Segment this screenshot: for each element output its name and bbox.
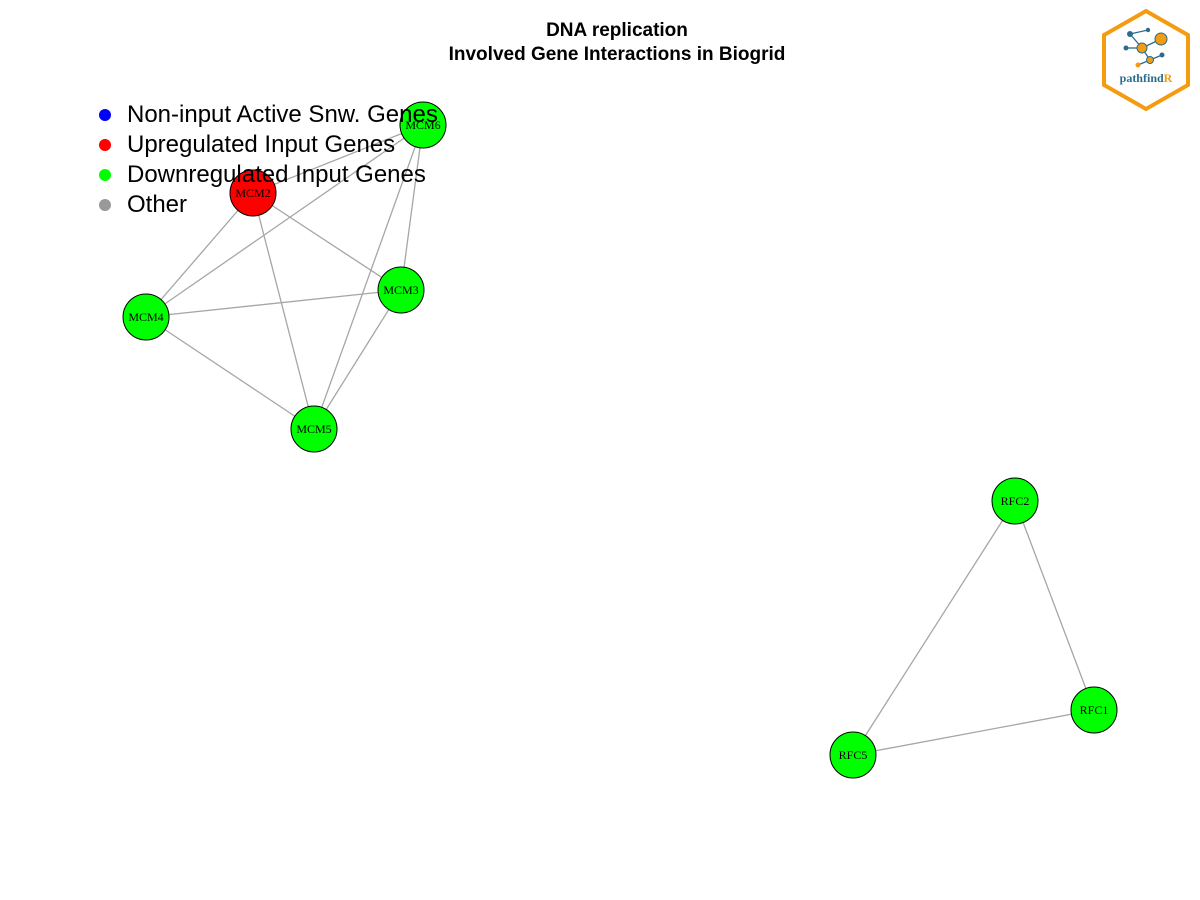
node-mcm5: MCM5 — [290, 405, 338, 453]
edge-rfc2-rfc1 — [1014, 500, 1095, 711]
edge-mcm6-mcm4 — [145, 124, 424, 318]
node-mcm3: MCM3 — [377, 266, 425, 314]
edge-mcm4-mcm3 — [145, 289, 402, 318]
legend-item-upregulated: Upregulated Input Genes — [96, 130, 438, 160]
legend-label: Non-input Active Snw. Genes — [127, 101, 438, 128]
legend-label: Upregulated Input Genes — [127, 131, 396, 158]
edge-mcm2-mcm4 — [145, 192, 254, 318]
node-circle — [122, 293, 170, 341]
edge-layer — [145, 124, 1095, 756]
node-label: MCM6 — [405, 118, 440, 132]
node-circle — [290, 405, 338, 453]
node-circle — [229, 169, 277, 217]
node-circle — [377, 266, 425, 314]
edge-mcm2-mcm3 — [252, 192, 402, 291]
node-label: MCM3 — [383, 283, 418, 297]
node-circle — [399, 101, 447, 149]
edge-rfc2-rfc5 — [852, 500, 1016, 756]
node-label: RFC1 — [1080, 703, 1109, 717]
node-label: RFC2 — [1001, 494, 1030, 508]
legend: Non-input Active Snw. Genes Upregulated … — [96, 100, 438, 220]
pathfindr-logo: pathfindR — [1102, 8, 1190, 112]
edge-mcm4-mcm5 — [145, 316, 315, 430]
legend-dot-icon — [99, 199, 111, 211]
edge-mcm6-mcm2 — [252, 124, 424, 194]
node-circle — [829, 731, 877, 779]
chart-title-line1: DNA replication — [546, 20, 688, 41]
node-label: MCM2 — [235, 186, 270, 200]
legend-dot-icon — [99, 169, 111, 181]
node-circle — [991, 477, 1039, 525]
node-label: MCM4 — [128, 310, 163, 324]
legend-item-downregulated: Downregulated Input Genes — [96, 160, 438, 190]
node-label: RFC5 — [839, 748, 868, 762]
node-mcm4: MCM4 — [122, 293, 170, 341]
node-circle — [1070, 686, 1118, 734]
legend-label: Downregulated Input Genes — [127, 161, 426, 188]
edge-mcm6-mcm3 — [400, 124, 424, 291]
legend-dot-icon — [99, 139, 111, 151]
node-rfc5: RFC5 — [829, 731, 877, 779]
legend-label: Other — [127, 191, 188, 218]
node-mcm6: MCM6 — [399, 101, 447, 149]
chart-title-line2: Involved Gene Interactions in Biogrid — [448, 44, 786, 65]
edge-rfc1-rfc5 — [852, 709, 1095, 756]
logo-text: pathfindR — [1120, 71, 1173, 85]
legend-item-non-input-active: Non-input Active Snw. Genes — [96, 100, 438, 130]
edge-mcm2-mcm5 — [252, 192, 315, 430]
legend-item-other: Other — [96, 190, 438, 220]
edge-mcm6-mcm5 — [313, 124, 424, 430]
node-rfc1: RFC1 — [1070, 686, 1118, 734]
node-mcm2: MCM2 — [229, 169, 277, 217]
node-label: MCM5 — [296, 422, 331, 436]
edge-mcm3-mcm5 — [313, 289, 402, 430]
legend-dot-icon — [99, 109, 111, 121]
node-rfc2: RFC2 — [991, 477, 1039, 525]
